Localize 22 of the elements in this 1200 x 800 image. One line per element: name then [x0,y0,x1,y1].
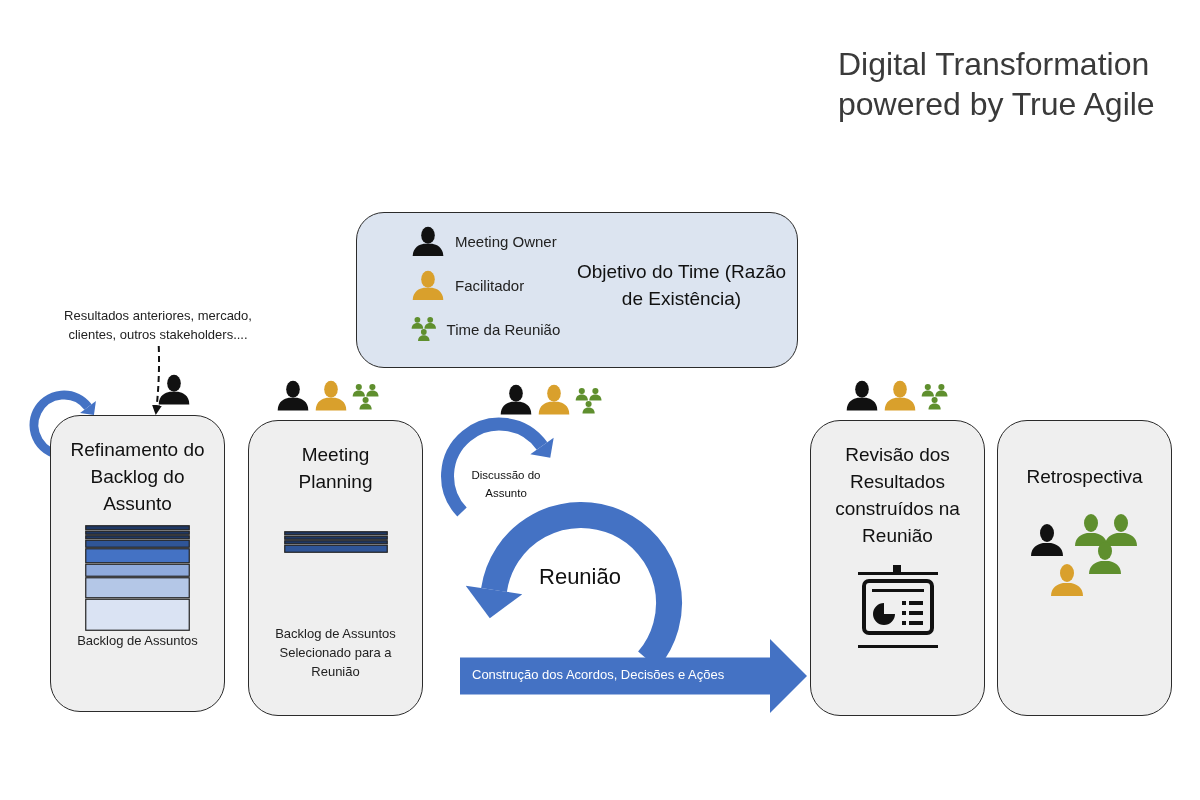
stage-card [50,415,225,712]
heading-text: Refinamento do Backlog do Assunto [69,438,206,516]
role-text: Meeting Owner [455,232,557,250]
cycle-label: Reunião [538,563,622,591]
role-text: Facilitador [455,276,525,294]
tagline-text: Digital Transformation powered by True Agile [838,45,1156,124]
caption-text: Backlog de Assuntos Selecionado para a Reunião [274,625,397,681]
heading-text: Meeting Planning [297,443,374,494]
heading-text: Objetivo do Time (Razão de Existência) [575,260,788,311]
role-text: Time da Reunião [446,320,561,338]
stage-card [810,420,985,716]
note-text: Resultados anteriores, mercado, clientes, outros stakeholders.... [40,306,276,344]
stage-card [248,420,423,716]
block-arrow [460,639,807,713]
stage-card [997,420,1172,716]
edge-label: Construção dos Acordos, Decisões e Ações [472,667,725,682]
caption-text: Backlog de Assuntos [77,632,198,650]
loop-label: Discussão do Assunto [470,468,542,501]
arrow [151,345,162,416]
goal-panel [356,212,798,368]
heading-text: Revisão dos Resultados construídos na Reunião [835,443,960,548]
heading-text: Retrospectiva [1026,465,1143,489]
